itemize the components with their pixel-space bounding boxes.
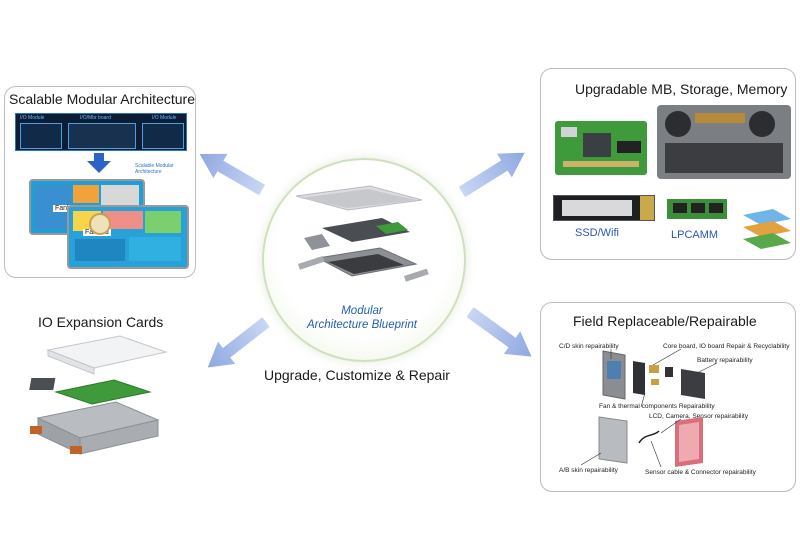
lpcamm-image — [667, 199, 727, 219]
field-repairable-panel: Field Replaceable/Repairable C/D skin re… — [540, 302, 796, 492]
callout-lcd-camera: LCD, Camera, Sensor repairability — [649, 413, 748, 420]
callout-cd-skin: C/D skin repairability — [559, 343, 619, 350]
center-caption-line2: Architecture Blueprint — [307, 319, 417, 331]
callout-ab-skin: A/B skin repairability — [559, 467, 618, 474]
arrow-to-io-expansion — [207, 317, 270, 368]
arrow-to-scalable — [199, 153, 265, 196]
scalable-note: Scalable Modular Architecture — [135, 163, 174, 175]
scalable-panel-title: Scalable Modular Architecture — [9, 91, 195, 107]
upgradable-panel: Upgradable MB, Storage, Memory SSD/Wifi … — [540, 68, 796, 260]
right-module-label: I/O Module — [152, 115, 177, 121]
mid-module-label: I/O/Mbr board — [80, 115, 111, 121]
callout-battery: Battery repairability — [697, 357, 753, 364]
scalable-modular-panel: Scalable Modular Architecture I/O Module… — [4, 86, 196, 278]
callout-core-board: Core board, IO board Repair & Recyclabil… — [663, 343, 790, 350]
module-board-strip: I/O Module I/O/Mbr board I/O Module — [15, 113, 187, 151]
callout-fan-thermal: Fan & thermal components Repairability — [599, 403, 715, 410]
fanned-board: Fanned — [67, 205, 189, 269]
upgradable-panel-title: Upgradable MB, Storage, Memory — [575, 81, 788, 97]
scalable-down-arrow — [87, 153, 111, 173]
center-subtitle: Upgrade, Customize & Repair — [264, 367, 450, 383]
io-expansion-title: IO Expansion Cards — [38, 314, 164, 330]
ssd-label: SSD/Wifi — [575, 227, 619, 239]
laptop-internals-image — [657, 105, 791, 179]
ssd-image — [553, 195, 655, 221]
exploded-memory-image — [743, 209, 791, 249]
arrow-to-upgradable — [458, 152, 525, 198]
arrow-to-field — [466, 307, 532, 357]
center-caption-line1: Modular — [341, 305, 383, 317]
fan-icon — [89, 213, 111, 235]
field-panel-title: Field Replaceable/Repairable — [573, 313, 757, 329]
left-module-label: I/O Module — [20, 115, 45, 121]
motherboard-image — [555, 121, 647, 175]
exploded-parts-image — [580, 348, 718, 468]
callout-sensor-cable: Sensor cable & Connector repairability — [645, 469, 756, 476]
lpcamm-label: LPCAMM — [671, 229, 719, 241]
